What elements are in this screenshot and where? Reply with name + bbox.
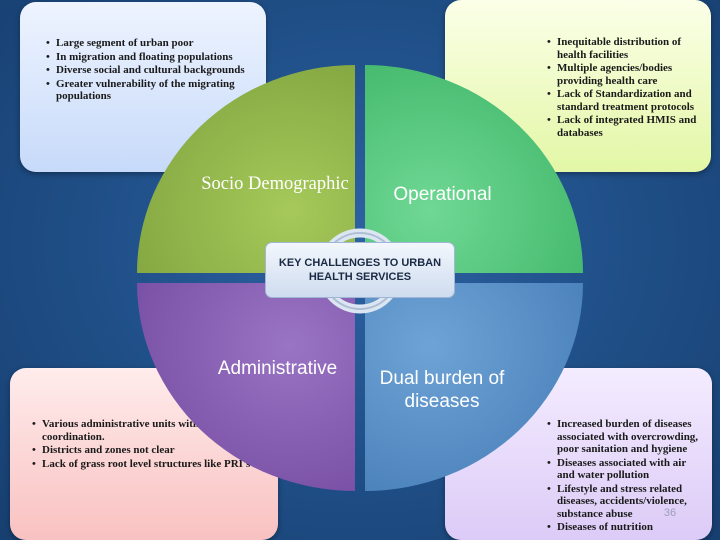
- list-item: Diverse social and cultural backgrounds: [46, 64, 256, 77]
- quadrant-socio-demographic: [137, 65, 355, 273]
- list-item: Greater vulnerability of the migrating p…: [46, 78, 256, 103]
- list-item: Diseases associated with air and water p…: [547, 457, 704, 482]
- list-item: In migration and floating populations: [46, 51, 256, 64]
- operational-label: Operational: [393, 184, 492, 205]
- dual-burden-label: Dual burden of diseases: [379, 368, 505, 412]
- quadrant-administrative: [137, 283, 355, 491]
- quadrant-dual-burden: [365, 283, 583, 491]
- quadrant-operational: [365, 65, 583, 273]
- list-item: Lifestyle and stress related diseases, a…: [547, 483, 704, 521]
- list-item: Inequitable distribution of health facil…: [547, 36, 701, 61]
- socio-demographic-label: Socio Demographic: [201, 174, 349, 194]
- list-item: Lack of integrated HMIS and databases: [547, 114, 701, 139]
- list-item: Diseases of nutrition: [547, 521, 704, 534]
- socio-demographic-box: Large segment of urban poor In migration…: [20, 2, 266, 172]
- list-item: Multiple agencies/bodies providing healt…: [547, 62, 701, 87]
- list-item: Large segment of urban poor: [46, 37, 256, 50]
- list-item: Lack of grass root level structures like…: [32, 458, 268, 471]
- list-item: Districts and zones not clear: [32, 444, 268, 457]
- page-number: 36: [663, 507, 677, 519]
- administrative-label: Administrative: [217, 358, 338, 379]
- list-item: Various administrative units with little…: [32, 418, 268, 443]
- list-item: Lack of Standardization and standard tre…: [547, 88, 701, 113]
- list-item: Increased burden of diseases associated …: [547, 418, 704, 456]
- center-title: KEY CHALLENGES TO URBAN HEALTH SERVICES: [278, 257, 442, 283]
- center-title-box: KEY CHALLENGES TO URBAN HEALTH SERVICES: [265, 242, 455, 298]
